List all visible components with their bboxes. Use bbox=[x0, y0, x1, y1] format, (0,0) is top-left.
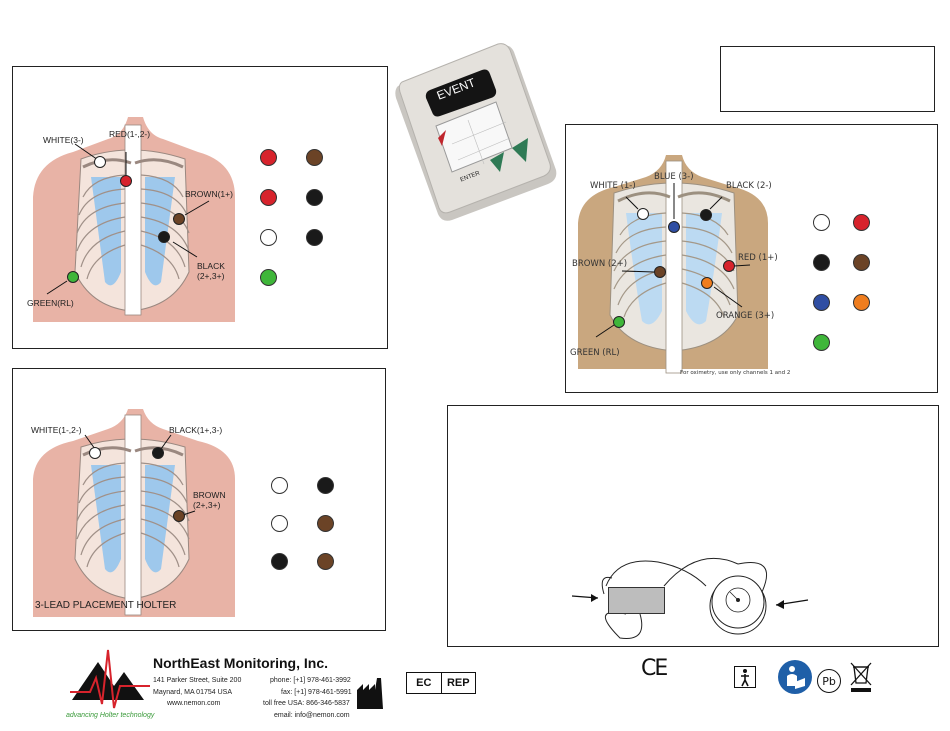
event-recorder-device: EVENT ENTER bbox=[392, 40, 562, 221]
company-phone: phone: [+1] 978-461-3992 bbox=[270, 677, 351, 684]
electrode-orange bbox=[701, 277, 713, 289]
label-green: GREEN (RL) bbox=[570, 348, 620, 358]
label-orange: ORANGE (3+) bbox=[716, 311, 775, 321]
legend-dot-green bbox=[813, 334, 830, 351]
oximetry-note: For oximetry, use only channels 1 and 2 bbox=[680, 370, 791, 376]
electrode-black bbox=[152, 447, 164, 459]
electrode-green bbox=[613, 316, 625, 328]
legend-dot-green bbox=[260, 269, 277, 286]
label-brown-channels: (2+,3+) bbox=[193, 500, 221, 510]
ec-rep-symbol: EC REP bbox=[406, 672, 476, 694]
panel-7-lead-placement: WHITE (1-) BLUE (3-) BLACK (2-) BROWN (2… bbox=[565, 124, 938, 393]
cable-diagram-panel bbox=[447, 405, 939, 647]
label-brown: BROWN(1+) bbox=[185, 189, 233, 199]
legend-dot-white bbox=[271, 477, 288, 494]
placement-caption: 3-LEAD PLACEMENT HOLTER bbox=[35, 600, 177, 611]
connector-block bbox=[608, 587, 665, 614]
manufacturer-icon bbox=[356, 678, 384, 710]
label-red: RED(1-,2-) bbox=[109, 129, 151, 139]
company-tollfree: toll free USA: 866-346-5837 bbox=[263, 700, 350, 707]
electrode-brown bbox=[173, 510, 185, 522]
company-name: NorthEast Monitoring, Inc. bbox=[153, 655, 328, 671]
torso-illustration-b bbox=[33, 409, 235, 617]
legend-dot-black bbox=[813, 254, 830, 271]
legend-dot-black bbox=[306, 189, 323, 206]
legend-dot-black bbox=[306, 229, 323, 246]
cable-diagram bbox=[571, 557, 809, 639]
read-manual-icon bbox=[778, 660, 812, 694]
legend-dot-red bbox=[853, 214, 870, 231]
legend-dot-blue bbox=[813, 294, 830, 311]
company-address-1: 141 Parker Street, Suite 200 bbox=[153, 677, 242, 684]
label-black-channels: (2+,3+) bbox=[197, 271, 225, 281]
electrode-black bbox=[700, 209, 712, 221]
legend-dot-red bbox=[260, 189, 277, 206]
label-white: WHITE(3-) bbox=[43, 135, 84, 145]
legend-dot-white bbox=[260, 229, 277, 246]
label-white: WHITE(1-,2-) bbox=[31, 425, 82, 435]
company-fax: fax: [+1] 978-461-5991 bbox=[281, 689, 352, 696]
electrode-brown bbox=[654, 266, 666, 278]
legend-dot-black bbox=[317, 477, 334, 494]
label-white: WHITE (1-) bbox=[590, 181, 636, 191]
legend-dot-orange bbox=[853, 294, 870, 311]
legend-dot-red bbox=[260, 149, 277, 166]
ce-mark: CE bbox=[641, 656, 668, 681]
company-tagline: advancing Holter technology bbox=[66, 712, 155, 719]
info-box bbox=[720, 46, 935, 112]
label-brown: BROWN (2+) bbox=[572, 259, 628, 269]
company-logo bbox=[70, 648, 150, 714]
electrode-red bbox=[723, 260, 735, 272]
type-bf-icon bbox=[734, 666, 756, 688]
label-blue: BLUE (3-) bbox=[654, 172, 694, 182]
legend-dot-brown bbox=[317, 553, 334, 570]
electrode-green bbox=[67, 271, 79, 283]
label-black: BLACK(1+,3-) bbox=[169, 425, 223, 435]
legend-dot-white bbox=[813, 214, 830, 231]
panel-5-lead-placement: WHITE(3-) RED(1-,2-) BROWN(1+) BLACK (2+… bbox=[12, 66, 388, 349]
legend-dot-brown bbox=[317, 515, 334, 532]
company-address-2: Maynard, MA 01754 USA bbox=[153, 689, 232, 696]
electrode-white bbox=[89, 447, 101, 459]
torso-illustration-a bbox=[33, 117, 235, 322]
legend-dot-black bbox=[271, 553, 288, 570]
legend-dot-white bbox=[271, 515, 288, 532]
legend-dot-brown bbox=[853, 254, 870, 271]
electrode-black bbox=[158, 231, 170, 243]
pb-text: Pb bbox=[822, 674, 836, 688]
legend-dot-brown bbox=[306, 149, 323, 166]
label-black: BLACK bbox=[197, 261, 225, 271]
torso-illustration-c bbox=[578, 155, 768, 374]
electrode-brown bbox=[173, 213, 185, 225]
electrode-red bbox=[120, 175, 132, 187]
ec-text: EC bbox=[407, 673, 442, 693]
panel-3-lead-placement: WHITE(1-,2-) BLACK(1+,3-) BROWN (2+,3+) … bbox=[12, 368, 386, 631]
company-email[interactable]: email: info@nemon.com bbox=[274, 712, 350, 719]
lead-free-icon: Pb bbox=[817, 669, 841, 693]
label-red: RED (1+) bbox=[738, 253, 778, 263]
rep-text: REP bbox=[446, 677, 470, 689]
electrode-blue bbox=[668, 221, 680, 233]
electrode-white bbox=[94, 156, 106, 168]
label-brown: BROWN bbox=[193, 490, 226, 500]
company-website[interactable]: www.nemon.com bbox=[167, 700, 221, 707]
electrode-white bbox=[637, 208, 649, 220]
label-green: GREEN(RL) bbox=[27, 298, 74, 308]
weee-bin-icon bbox=[849, 661, 873, 695]
label-black: BLACK (2-) bbox=[726, 181, 772, 191]
